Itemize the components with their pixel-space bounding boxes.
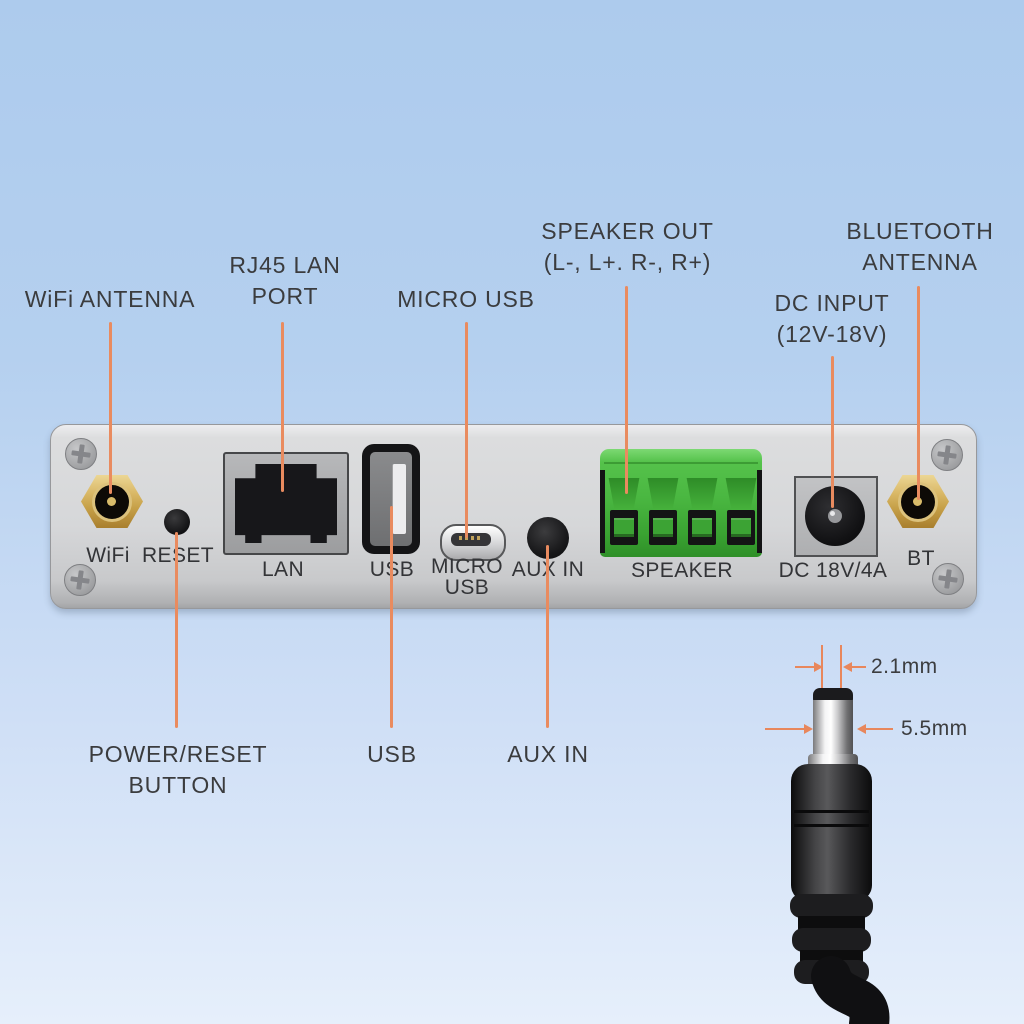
panel-label-bt: BT [891,548,951,569]
leader-line-dc-input [831,356,834,508]
corner-screw-bottom-right [932,563,964,595]
panel-label-lan: LAN [243,559,323,580]
speaker-terminal-rail-right [757,470,762,553]
speaker-terminal-contact [731,518,751,537]
dc-jack-pin-highlight [830,511,835,516]
bt-connector-pin [913,497,922,506]
wifi-antenna-connector [81,475,143,528]
micro-usb-port [440,524,506,561]
dc-input-jack [794,476,878,557]
plug-rib [792,928,871,952]
panel-label-wifi: WiFi [72,545,144,566]
corner-screw-top-right [931,439,963,471]
panel-label-speaker-text: SPEAKER [630,559,733,582]
callout-rj45-lan-port: RJ45 LAN PORT [200,250,370,312]
leader-line-reset-button [175,532,178,728]
callout-power-reset-line2: BUTTON [128,772,228,798]
dim-2-1-arrowhead-right [843,662,852,672]
corner-screw-top-left [65,438,97,470]
dim-2-1-arrow-right-line [852,666,866,668]
callout-micro-usb-text: MICRO USB [397,286,535,312]
dc-plug-illustration [790,688,890,1024]
panel-label-speaker: SPEAKER [607,560,757,581]
plug-rib [790,894,873,918]
speaker-terminal-seam [604,462,758,464]
callout-dc-input-line2: (12V-18V) [776,321,888,347]
dim-5-5-arrow-right-line [866,728,893,730]
callout-wifi-antenna-text: WiFi ANTENNA [24,286,196,312]
callout-wifi-antenna: WiFi ANTENNA [10,284,210,315]
plug-barrel [813,700,853,760]
dim-extension-line-right [840,645,842,688]
panel-label-micro-usb-line2: USB [444,576,490,599]
plug-body-groove [794,824,869,827]
callout-bluetooth-line2: ANTENNA [862,249,978,275]
usb-port-tongue [392,464,406,534]
dim-inner-diameter-label: 2.1mm [871,655,938,678]
wifi-connector-pin [107,497,116,506]
dim-5-5-arrow-left-line [765,728,804,730]
leader-line-rj45 [281,322,284,492]
callout-speaker-out: SPEAKER OUT (L-, L+. R-, R+) [530,216,725,278]
leader-line-bluetooth [917,286,920,500]
callout-dc-input-line1: DC INPUT [774,290,890,316]
panel-label-micro-usb-line1: MICRO [431,555,503,578]
speaker-terminal-block [600,449,762,557]
callout-usb-bottom: USB [342,739,442,770]
panel-label-micro-usb: MICRO USB [427,556,507,598]
callout-usb-bottom-text: USB [367,741,417,767]
callout-power-reset-button: POWER/RESET BUTTON [83,739,273,801]
speaker-terminal-wedge [647,478,679,510]
panel-label-bt-text: BT [907,547,935,570]
panel-label-wifi-text: WiFi [86,544,130,567]
leader-line-wifi-antenna [109,322,112,494]
corner-screw-bottom-left [64,564,96,596]
lan-port [223,452,349,555]
lan-port-opening [235,464,337,543]
callout-rj45-line2: PORT [251,283,319,309]
speaker-terminal-contact [692,518,712,537]
speaker-terminal-contact [614,518,634,537]
callout-bluetooth-antenna: BLUETOOTH ANTENNA [835,216,1005,278]
plug-cable [811,956,890,1024]
dim-2-1-arrowhead-left [814,662,823,672]
speaker-terminal-wedge [686,478,718,510]
reset-button [164,509,190,535]
speaker-terminal-wedge [608,478,640,510]
micro-usb-pins [459,536,483,540]
speaker-terminal-contact [653,518,673,537]
leader-line-speaker-out [625,286,628,494]
leader-line-micro-usb [465,322,468,538]
dim-outer-diameter-label: 5.5mm [901,717,968,740]
speaker-terminal-rail-left [600,470,605,553]
panel-label-dc: DC 18V/4A [758,560,908,581]
callout-aux-in-bottom-text: AUX IN [507,741,589,767]
dim-5-5-arrowhead-left [804,724,813,734]
callout-dc-input: DC INPUT (12V-18V) [747,288,917,350]
panel-label-reset-text: RESET [132,545,224,566]
callout-rj45-line1: RJ45 LAN [229,252,341,278]
callout-bluetooth-line1: BLUETOOTH [846,218,994,244]
panel-label-lan-text: LAN [261,558,305,581]
plug-body-groove [794,810,869,813]
leader-line-usb [390,506,393,728]
dim-2-1-arrow-left-line [795,666,814,668]
panel-label-reset: RESET [132,545,224,566]
panel-label-dc-text: DC 18V/4A [778,559,888,582]
dim-5-5-arrowhead-right [857,724,866,734]
plug-body [791,764,872,902]
callout-aux-in-bottom: AUX IN [493,739,603,770]
leader-line-aux-in [546,545,549,728]
speaker-terminal-wedge [725,478,757,510]
callout-speaker-out-line1: SPEAKER OUT [541,218,714,244]
callout-power-reset-line1: POWER/RESET [88,741,268,767]
callout-speaker-out-line2: (L-, L+. R-, R+) [543,249,712,275]
callout-micro-usb: MICRO USB [376,284,556,315]
